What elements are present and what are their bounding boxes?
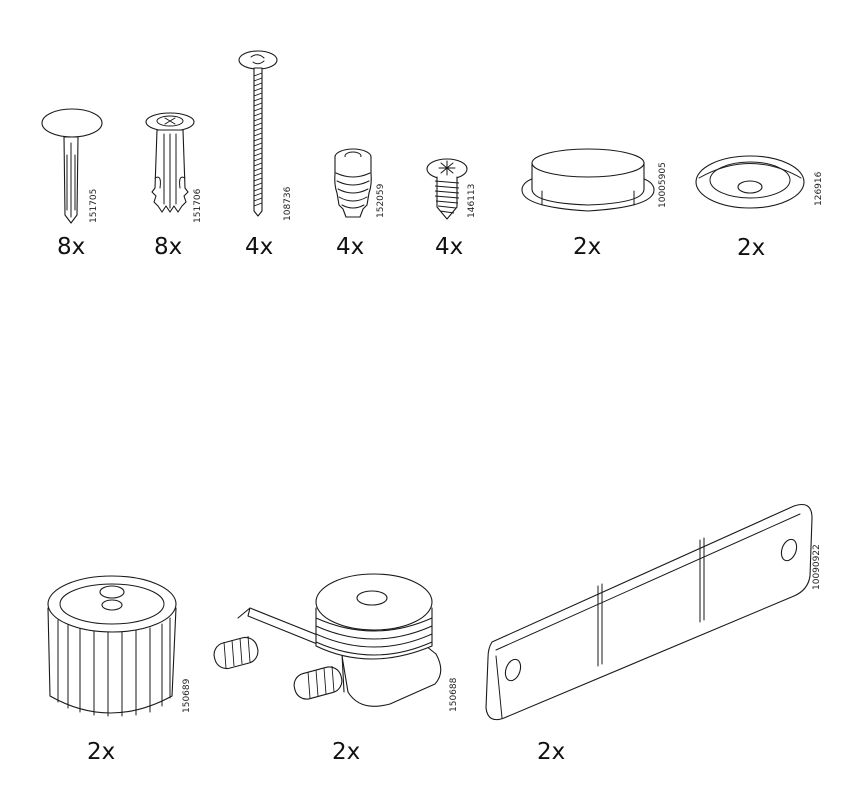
- glide-cap-drawing: [521, 148, 655, 212]
- quantity-label: 2x: [87, 739, 116, 765]
- part-146113: 146113 4x: [423, 155, 493, 265]
- screw-drawing: [426, 158, 468, 220]
- part-number: 10090922: [812, 544, 822, 590]
- quantity-label: 4x: [435, 234, 464, 260]
- threaded-insert-drawing: [334, 148, 372, 218]
- part-number: 10005905: [658, 162, 668, 208]
- part-150688: 150688 2x: [210, 572, 480, 772]
- part-150689: 150689 2x: [44, 570, 204, 770]
- part-126916: 126916 2x: [695, 153, 835, 268]
- connecting-plate-drawing: [485, 503, 813, 721]
- quantity-label: 8x: [154, 234, 183, 260]
- part-151706: 151706 8x: [140, 108, 210, 268]
- part-10005905: 10005905 2x: [518, 145, 668, 265]
- quantity-label: 2x: [573, 234, 602, 260]
- part-number: 126916: [814, 171, 824, 206]
- part-number: 152059: [376, 183, 386, 218]
- washer-drawing: [695, 155, 805, 209]
- part-number: 108736: [283, 186, 293, 221]
- quantity-label: 4x: [245, 234, 274, 260]
- quantity-label: 2x: [332, 739, 361, 765]
- plastic-pin-drawing: [41, 108, 103, 224]
- part-number: 151705: [89, 188, 99, 223]
- part-108736: 108736 4x: [236, 48, 306, 263]
- part-10090922: 10090922 2x: [482, 498, 842, 773]
- quantity-label: 2x: [537, 739, 566, 765]
- part-number: 150688: [449, 677, 459, 712]
- part-number: 146113: [467, 183, 477, 218]
- leveling-fitting-drawing: [213, 573, 442, 707]
- knurled-knob-drawing: [47, 575, 177, 717]
- quantity-label: 2x: [737, 235, 766, 261]
- part-number: 150689: [182, 678, 192, 713]
- part-number: 151706: [193, 188, 203, 223]
- part-151705: 151705 8x: [40, 105, 110, 265]
- part-152059: 152059 4x: [328, 145, 398, 265]
- bolt-drawing: [238, 50, 278, 217]
- quantity-label: 4x: [336, 234, 365, 260]
- expanding-anchor-drawing: [145, 112, 195, 213]
- quantity-label: 8x: [57, 234, 86, 260]
